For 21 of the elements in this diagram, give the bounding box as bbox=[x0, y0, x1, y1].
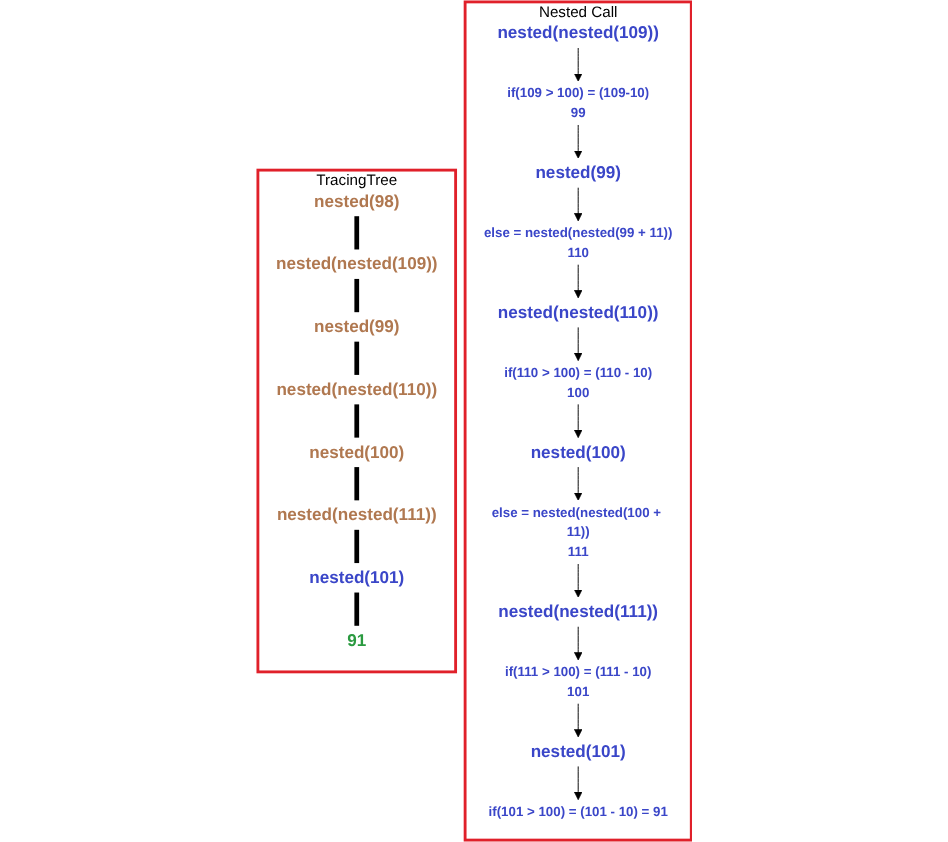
node-text: nested(nested(111)) bbox=[276, 505, 437, 525]
connector bbox=[353, 529, 359, 564]
node-text: nested(99) bbox=[534, 162, 621, 182]
node-text: nested(nested(110)) bbox=[275, 379, 437, 399]
connector bbox=[353, 592, 359, 626]
node-text: nested(nested(111)) bbox=[497, 602, 658, 622]
node-text: nested(nested(110)) bbox=[497, 302, 658, 322]
connector bbox=[353, 404, 359, 438]
node-text: nested(101) bbox=[308, 567, 404, 587]
node-text: nested(101) bbox=[530, 741, 626, 761]
node-text: nested(98) bbox=[313, 191, 399, 211]
connector bbox=[353, 467, 359, 501]
node-text: nested(99) bbox=[313, 316, 399, 336]
node-text: 91 bbox=[346, 630, 366, 650]
node-text: nested(nested(109)) bbox=[275, 254, 437, 274]
node-text: nested(100) bbox=[308, 442, 404, 462]
connector bbox=[353, 216, 359, 250]
connector bbox=[353, 341, 359, 375]
node-text: nested(100) bbox=[530, 442, 626, 462]
node-text: nested(nested(109)) bbox=[496, 23, 659, 43]
connector bbox=[353, 278, 359, 313]
